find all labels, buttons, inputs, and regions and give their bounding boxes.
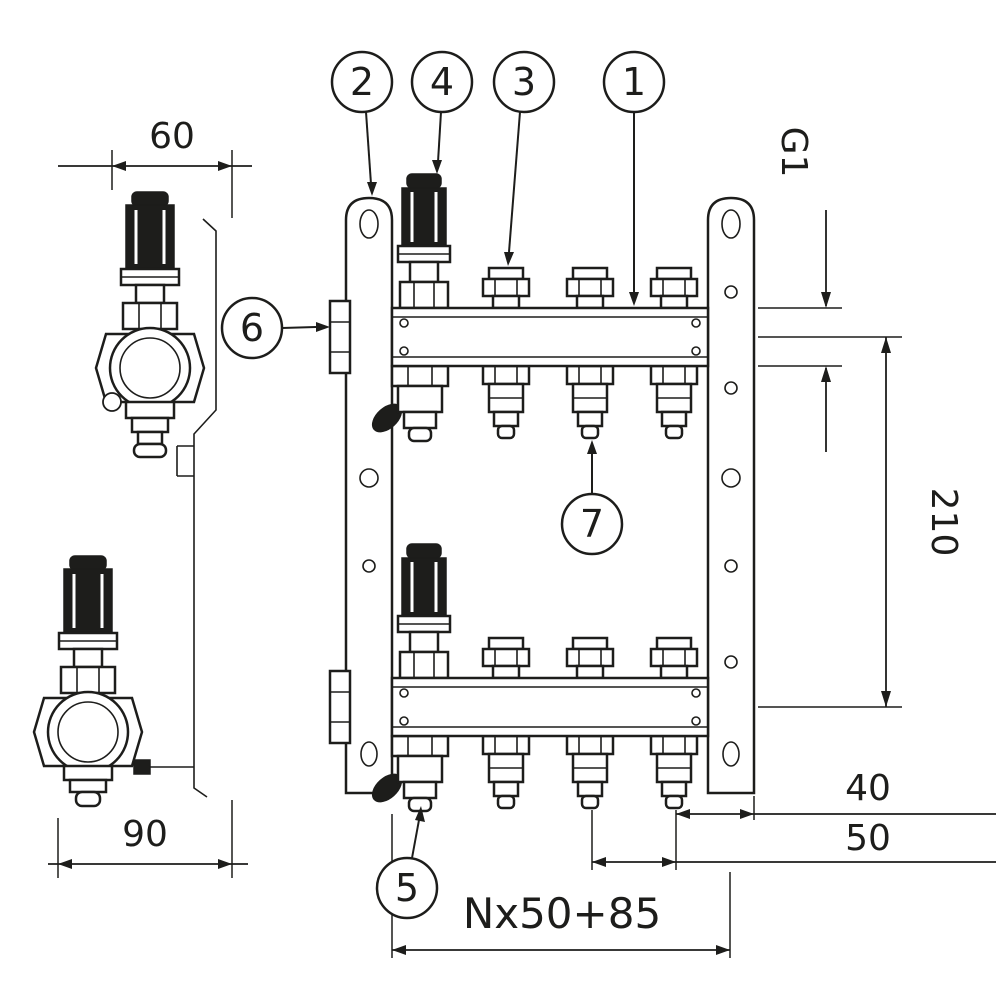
air-vent-body [125,204,175,270]
rail-slot [721,209,741,239]
dim-label-g1: G1 [773,127,814,178]
end-cap-top [328,299,352,375]
side-view-top-valve [94,191,206,459]
callout-4: 4 [410,50,474,174]
callout-balloons: 2 4 3 1 6 [220,50,666,920]
manifold-bar-top [390,306,710,368]
valve-neck [134,283,166,305]
supply-connections-top-bar [481,266,699,310]
callout-6-number: 6 [240,306,264,350]
callout-5-number: 5 [395,866,419,910]
dim-label-total-length: Nx50+85 [463,889,661,938]
side-view [32,191,217,808]
dimension-50: 50 [591,810,996,870]
supply-connections-bottom-bar [481,636,699,680]
callout-4-circle [410,50,474,114]
drain-valve-top [371,364,450,443]
callout-5: 5 [375,806,439,920]
dimension-g1: G1 [758,127,842,452]
dim-label-50: 50 [845,818,891,859]
front-view [328,173,756,813]
callout-7: 7 [560,440,624,556]
callout-2: 2 [330,50,394,196]
dimension-40: 40 [675,768,996,870]
right-rail [706,196,756,795]
dim-label-40: 40 [845,768,891,809]
dim-label-90: 90 [122,814,168,855]
callout-3: 3 [492,50,556,266]
callout-6: 6 [220,296,330,360]
outlet-unions-top-bar [481,364,699,440]
manifold-bar-bottom [390,676,710,738]
valve-knob [46,690,130,774]
mounting-bracket-profile [193,218,217,798]
outlet-unions-bottom-bar [481,734,699,810]
callout-2-number: 2 [350,60,374,104]
valve-nut [59,665,117,695]
dim-label-60: 60 [149,116,195,157]
drain-valve-bottom [371,734,450,813]
callout-5-circle [375,856,439,920]
side-view-bottom-valve [32,555,194,808]
left-rail [344,196,394,795]
bracket-clip [133,759,151,775]
union-tail [74,790,102,808]
dimension-total-length: Nx50+85 [391,814,731,958]
dimension-60: 60 [58,116,252,218]
callout-1: 1 [602,50,666,306]
air-vent-top [396,173,452,310]
valve-knob [108,326,192,410]
callout-7-number: 7 [580,502,604,546]
callout-7-circle [560,492,624,556]
union-tail [132,442,168,459]
bracket-tab [176,445,194,477]
callout-4-number: 4 [430,60,454,104]
callout-1-circle [602,50,666,114]
valve-neck [72,647,104,669]
callout-6-circle [220,296,284,360]
air-vent-cap [69,555,107,571]
callout-3-circle [492,50,556,114]
dimension-annotations: 60 90 G1 210 [48,116,996,958]
dim-label-210: 210 [923,488,964,557]
callout-1-number: 1 [622,60,646,104]
valve-nut [121,301,179,331]
air-vent-body [63,568,113,634]
callout-3-number: 3 [512,60,536,104]
air-vent-bottom [396,543,452,680]
callout-2-circle [330,50,394,114]
dimension-90: 90 [48,800,248,878]
dimension-210: 210 [758,336,964,708]
rail-slot [359,209,379,239]
end-cap-bottom [328,669,352,745]
air-vent-cap [131,191,169,207]
